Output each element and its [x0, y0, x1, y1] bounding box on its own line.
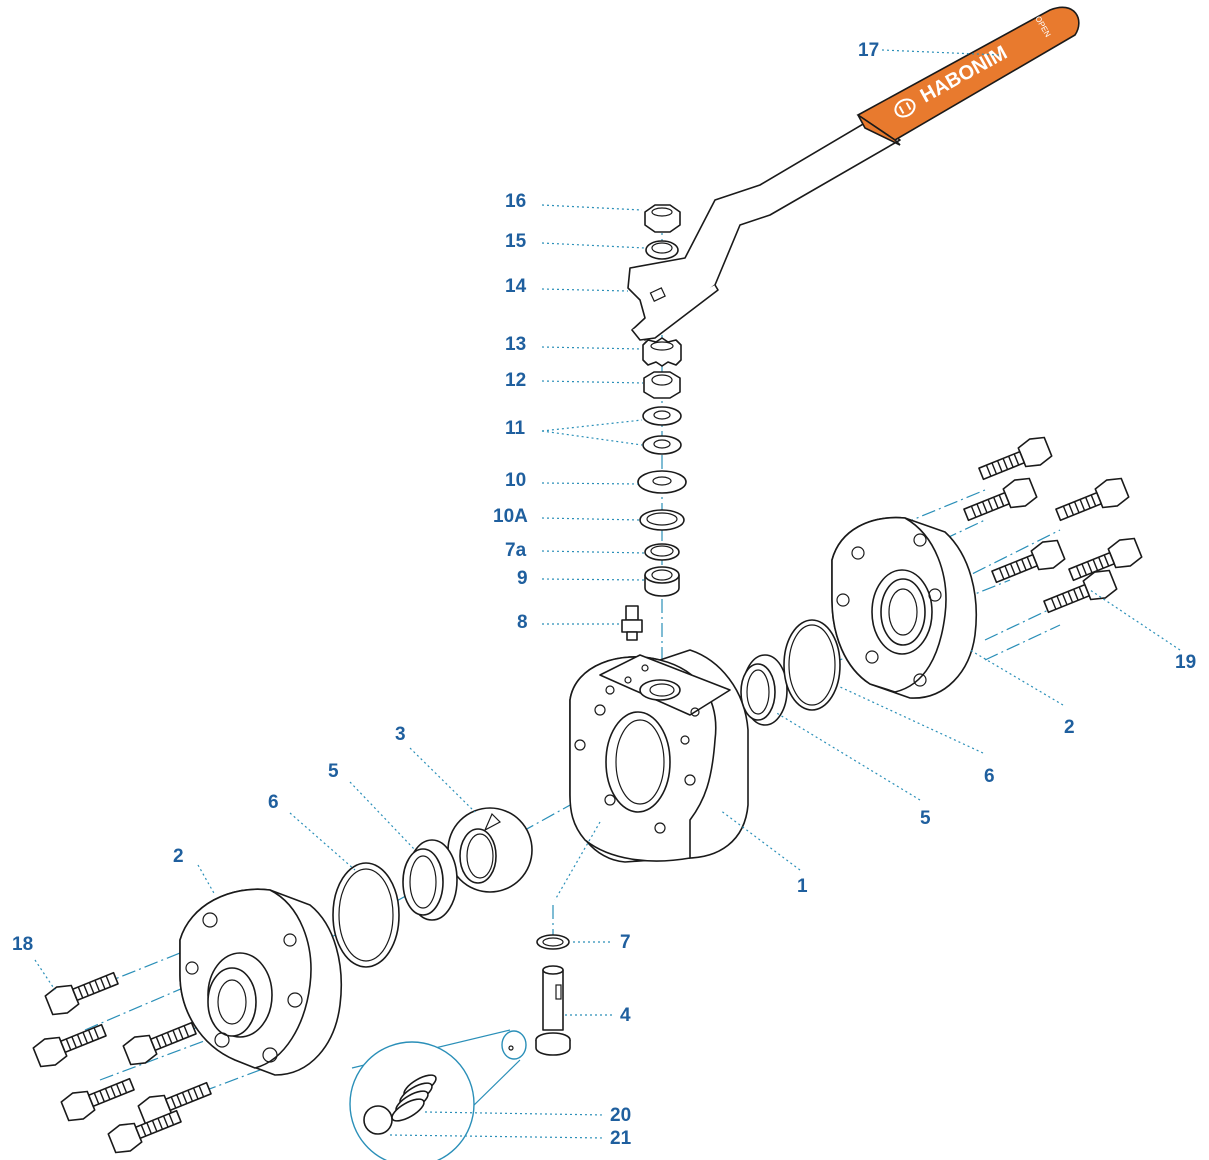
callout-5-right: 5 — [920, 808, 931, 829]
detent-ball-icon — [363, 1105, 393, 1135]
callout-13: 13 — [505, 334, 526, 355]
callout-18: 18 — [12, 934, 33, 955]
callout-4: 4 — [620, 1005, 631, 1026]
part-12-hex-nut — [643, 371, 681, 399]
callout-7a: 7a — [505, 540, 527, 561]
callout-15: 15 — [505, 231, 527, 252]
part-6-gasket-left — [332, 862, 400, 968]
part-13-stop-nut — [642, 337, 682, 367]
part-11-disc-springs — [642, 406, 682, 455]
part-4-stem — [535, 965, 571, 1056]
part-10A-washer — [639, 509, 685, 531]
callout-21: 21 — [610, 1128, 632, 1149]
part-15-lock-washer — [645, 240, 679, 260]
callout-6-right: 6 — [984, 766, 995, 787]
callout-20: 20 — [610, 1105, 631, 1126]
callout-2-left: 2 — [173, 846, 184, 867]
callout-9: 9 — [517, 568, 528, 589]
part-2-end-cap-left — [179, 888, 343, 1076]
spring-coil-icon — [391, 1074, 437, 1122]
habonim-logo-icon — [894, 98, 916, 118]
part-5-seat-right — [740, 654, 788, 726]
callout-2-right: 2 — [1064, 717, 1075, 738]
part-8-grease-fitting — [621, 605, 643, 641]
part-18-bolts-left — [32, 971, 212, 1154]
callout-12: 12 — [505, 370, 526, 391]
callout-7: 7 — [620, 932, 631, 953]
callout-10: 10 — [505, 470, 526, 491]
detail-view-spring-and-ball — [349, 1029, 527, 1160]
callout-labels: 17 16 15 14 13 12 11 10 10A 7a 9 8 3 5 6… — [12, 40, 1196, 1149]
lever-handle: HABONIM OPEN — [627, 6, 1080, 341]
callout-3: 3 — [395, 724, 406, 745]
callout-19: 19 — [1175, 652, 1196, 673]
part-5-seat-left — [402, 839, 458, 921]
callout-14: 14 — [505, 276, 527, 297]
callout-10A: 10A — [493, 506, 528, 527]
callout-16: 16 — [505, 191, 526, 212]
callout-11: 11 — [505, 418, 526, 439]
callout-6-left: 6 — [268, 792, 279, 813]
part-16-hex-nut — [644, 204, 681, 233]
part-9-stem-packing — [644, 566, 680, 597]
part-3-ball — [447, 807, 533, 893]
callout-5-left: 5 — [328, 761, 339, 782]
callout-8: 8 — [517, 612, 528, 633]
part-10-thrust-washer — [637, 470, 687, 494]
callout-leaders — [34, 49, 1181, 1139]
part-1-valve-body — [569, 649, 749, 863]
callout-17: 17 — [858, 40, 879, 61]
part-2-end-cap-right — [831, 516, 978, 699]
part-7-stem-o-ring — [536, 934, 570, 950]
callout-1: 1 — [797, 876, 808, 897]
part-19-bolts-right — [963, 436, 1143, 614]
part-6-gasket-right — [783, 619, 841, 711]
part-7a-seal-ring — [644, 543, 680, 561]
